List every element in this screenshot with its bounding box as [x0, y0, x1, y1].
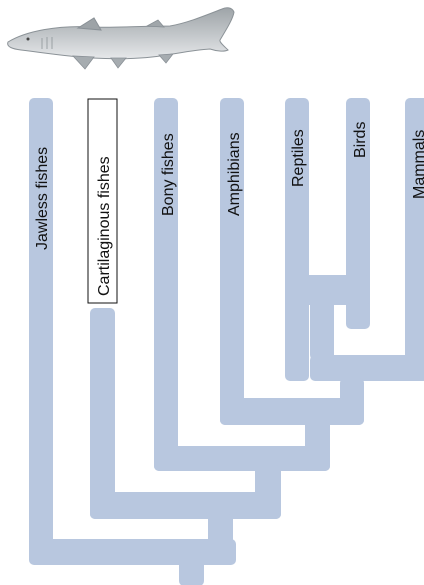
stem-jawed	[208, 514, 233, 565]
stem-amniotes	[340, 378, 364, 425]
taxon-label-bony-fishes: Bony fishes	[160, 133, 177, 216]
node-cartilaginous-bony	[90, 492, 281, 519]
taxon-label-birds: Birds	[352, 122, 369, 158]
taxon-label-cartilaginous-fishes: Cartilaginous fishes	[96, 156, 113, 296]
node-birds-mammals	[310, 355, 424, 381]
stem-tetrapods	[305, 420, 330, 471]
highlight-box-cartilaginous-fishes	[87, 98, 118, 304]
tree-branches	[29, 98, 424, 585]
branch-bony-fishes	[154, 98, 178, 471]
branch-amphibians	[220, 98, 244, 425]
taxon-label-amphibians: Amphibians	[226, 132, 243, 216]
node-jawless-jawed	[29, 539, 236, 565]
shark-illustration	[7, 7, 235, 70]
branch-jawless-fishes	[29, 98, 53, 551]
tree-root	[179, 552, 204, 585]
node-amphibians-amniotes	[220, 398, 364, 425]
taxon-label-reptiles: Reptiles	[290, 129, 307, 187]
branch-mammals	[405, 98, 424, 381]
branch-reptiles	[285, 98, 309, 381]
stem-reptiles-birds	[310, 293, 334, 360]
taxon-labels: Jawless fishes Cartilaginous fishes Bony f…	[34, 98, 424, 304]
node-reptiles-birds	[285, 275, 370, 305]
branch-cartilaginous-fishes	[90, 308, 115, 519]
branch-birds	[346, 98, 370, 329]
node-bony-tetrapods	[154, 446, 330, 471]
taxon-label-jawless-fishes: Jawless fishes	[34, 147, 51, 250]
stem-bony	[255, 465, 281, 519]
taxon-label-mammals: Mammals	[411, 130, 424, 199]
